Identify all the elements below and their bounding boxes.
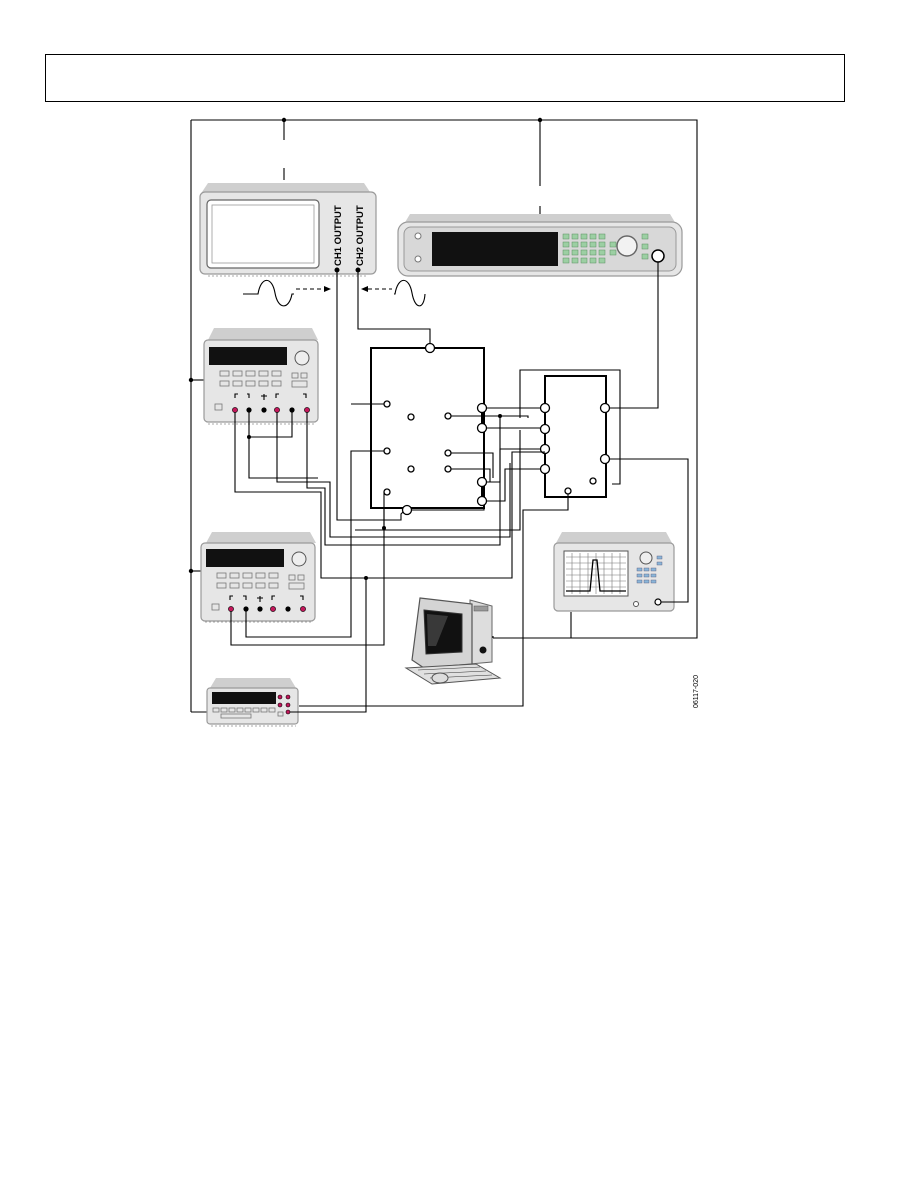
sine-wave-icon (394, 279, 426, 307)
spectrum-analyzer (553, 532, 675, 612)
figure-number: 06117-020 (693, 675, 700, 708)
power-supply-2 (200, 532, 316, 623)
interface-board (519, 369, 621, 498)
bus-lines (188, 117, 698, 713)
header-box (45, 54, 845, 102)
waveform-left (243, 279, 331, 307)
ch2-output-label: CH2 OUTPUT (355, 205, 366, 266)
function-generator: CH1 OUTPUT CH2 OUTPUT (199, 183, 377, 277)
wiring (230, 262, 689, 713)
multimeter (206, 678, 299, 727)
evaluation-board (370, 342, 488, 516)
signal-generator (397, 214, 683, 277)
power-supply-1 (203, 328, 319, 425)
sine-wave-icon (243, 279, 294, 307)
computer (404, 597, 502, 685)
waveform-right (361, 279, 426, 307)
ch1-output-label: CH1 OUTPUT (333, 205, 344, 266)
